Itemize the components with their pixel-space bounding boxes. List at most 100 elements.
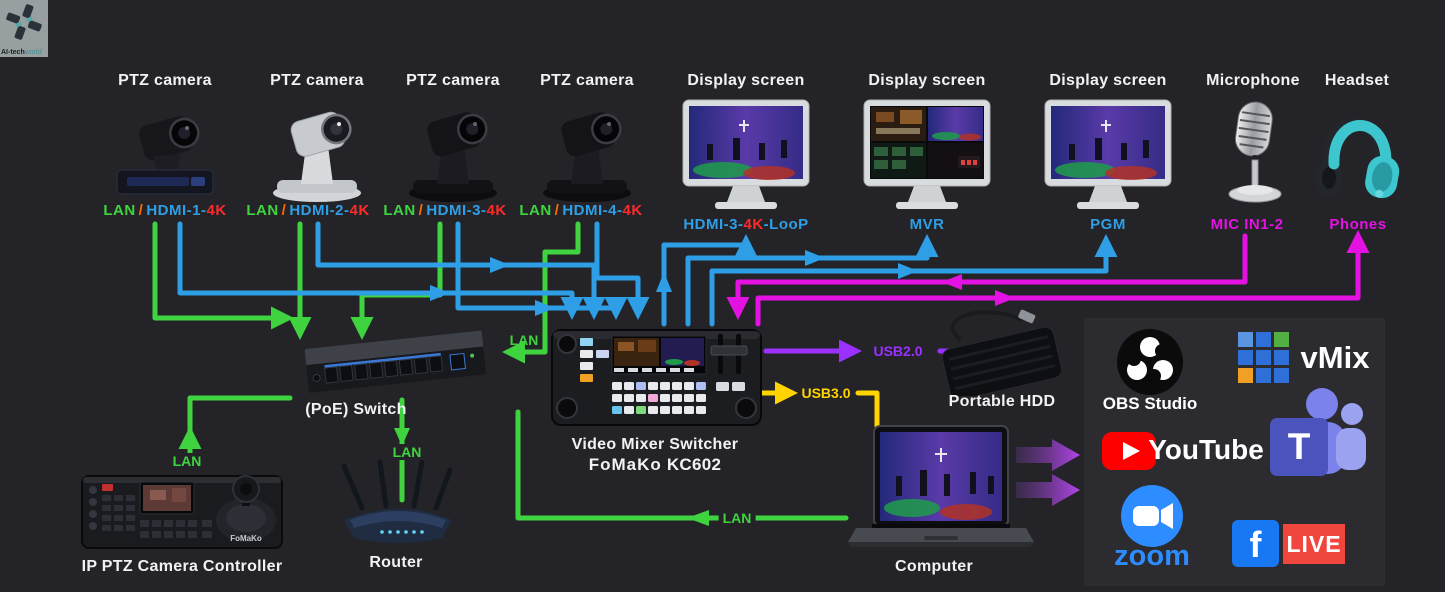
arrow-left-mic (942, 274, 962, 290)
display3-connection-label: PGM (1090, 216, 1126, 233)
microphone-icon (1228, 101, 1282, 203)
camera2-title: PTZ camera (270, 72, 364, 89)
portable-hdd-label: Portable HDD (948, 393, 1056, 410)
ptz-controller-icon: FoMaKo (81, 475, 283, 549)
facebook-live-badge: LIVE (1283, 524, 1345, 564)
youtube-label: YouTube (1148, 434, 1264, 465)
monitor-icon (863, 99, 991, 209)
controller-label: IP PTZ Camera Controller (81, 558, 283, 575)
camera2-connection-label: LAN/HDMI-2-4K (246, 202, 370, 219)
lan-label-switch-mixer: LAN (509, 332, 539, 348)
video-mixer-device (550, 324, 765, 432)
display-screen-2 (862, 98, 992, 218)
lan-label-router: LAN (388, 444, 426, 460)
vmix-label: vMix (1300, 340, 1370, 375)
display2-connection-label: MVR (909, 216, 945, 233)
arrow-right-hdmi2 (490, 257, 510, 273)
camera3-title: PTZ camera (406, 72, 500, 89)
camera3-connection-label: LAN/HDMI-3-4K (383, 202, 507, 219)
tbar-fader (710, 334, 748, 374)
obs-label: OBS Studio (1102, 394, 1198, 413)
mic-connection-label: MIC IN1-2 (1210, 216, 1284, 233)
software-logos (1102, 329, 1366, 547)
logo-name: AI-tech (1, 49, 25, 56)
ptz-controller-device: FoMaKo (80, 460, 286, 558)
microphone-device (1213, 98, 1293, 208)
zoom-label: zoom (1114, 540, 1190, 572)
wire-cam4-hdmi (594, 221, 650, 320)
display1-title: Display screen (687, 72, 805, 89)
streaming-software-panel: OBS Studio vMix YouTube T zoom f LIVE (1084, 318, 1385, 586)
ptz-camera-4 (527, 96, 647, 202)
arrow-up-loop (656, 272, 672, 292)
controller-brand-print: FoMaKo (230, 534, 262, 543)
portable-hdd-device (925, 306, 1075, 396)
poe-switch-label: (PoE) Switch (305, 401, 407, 418)
mixer-brand: FoMaKo (588, 455, 662, 474)
display-screen-1 (681, 98, 811, 218)
router-icon (341, 459, 453, 543)
facebook-initial: f (1249, 524, 1262, 565)
ptz-camera-icon (409, 112, 497, 202)
display-screen-3 (1043, 98, 1173, 218)
headset-title: Headset (1324, 72, 1390, 89)
teams-icon (1270, 388, 1366, 476)
arrow-right-phones (995, 290, 1015, 306)
network-switch-icon (304, 330, 486, 393)
ptz-camera-3 (393, 96, 513, 202)
obs-icon (1117, 329, 1183, 395)
facebook-icon: f (1232, 520, 1279, 567)
ptz-camera-icon (543, 112, 631, 202)
ai-techworld-logo: AI-techworld (0, 0, 48, 57)
display1-connection-label: HDMI-3-4K-LooP (683, 216, 809, 233)
monitor-icon (1044, 99, 1172, 209)
camera4-title: PTZ camera (540, 72, 634, 89)
usb2-label: USB2.0 (873, 343, 923, 359)
teams-initial: T (1287, 426, 1311, 467)
usb3-label: USB3.0 (801, 385, 851, 401)
wire-cam3-lan (350, 221, 443, 340)
wire-controller-lan (187, 395, 293, 437)
laptop-icon (848, 425, 1034, 547)
wire-cam1-lan (152, 221, 294, 330)
youtube-icon (1102, 432, 1156, 470)
ptz-camera-icon (273, 111, 361, 202)
wire-mic-in (726, 233, 1248, 320)
computer-label: Computer (895, 558, 973, 575)
camera1-connection-label: LAN/HDMI-1-4K (103, 202, 227, 219)
microphone-title: Microphone (1206, 72, 1300, 89)
arrow-right-hdmi1 (430, 285, 450, 301)
ptz-camera-2 (257, 96, 377, 202)
wire-mixer-loop-out (661, 234, 758, 327)
mixer-title: Video Mixer Switcher (571, 436, 739, 453)
vmix-icon (1238, 332, 1289, 383)
arrow-right-mvr (805, 250, 825, 266)
monitor-icon (682, 99, 810, 209)
computer-device (848, 424, 1034, 558)
wire-mixer-mvr-out (685, 234, 939, 327)
hdd-icon (941, 309, 1063, 396)
wire-cam2-hdmi (315, 221, 606, 320)
camera1-title: PTZ camera (118, 72, 212, 89)
lan-label-controller: LAN (168, 453, 206, 469)
router-device (336, 456, 460, 550)
arrow-right-pgm (898, 263, 918, 279)
wire-cam1-hdmi (177, 221, 584, 320)
wire-usb3-tail (855, 390, 880, 429)
poe-switch-device (293, 328, 503, 408)
ptz-camera-1 (105, 96, 225, 202)
video-mixer-icon (551, 329, 762, 426)
ptz-camera-icon (116, 116, 214, 195)
zoom-icon (1121, 485, 1183, 547)
camera4-connection-label: LAN/HDMI-4-4K (519, 202, 643, 219)
arrow-left-computer-lan (687, 510, 709, 526)
display2-title: Display screen (868, 72, 986, 89)
logo-suffix: world (24, 49, 42, 56)
phones-connection-label: Phones (1329, 216, 1387, 233)
pinwheel-icon (6, 4, 42, 40)
headset-device (1316, 98, 1400, 214)
wire-cam3-hdmi (455, 221, 628, 320)
mixer-model: FoMaKo KC602 (588, 455, 722, 474)
router-label: Router (369, 554, 423, 571)
